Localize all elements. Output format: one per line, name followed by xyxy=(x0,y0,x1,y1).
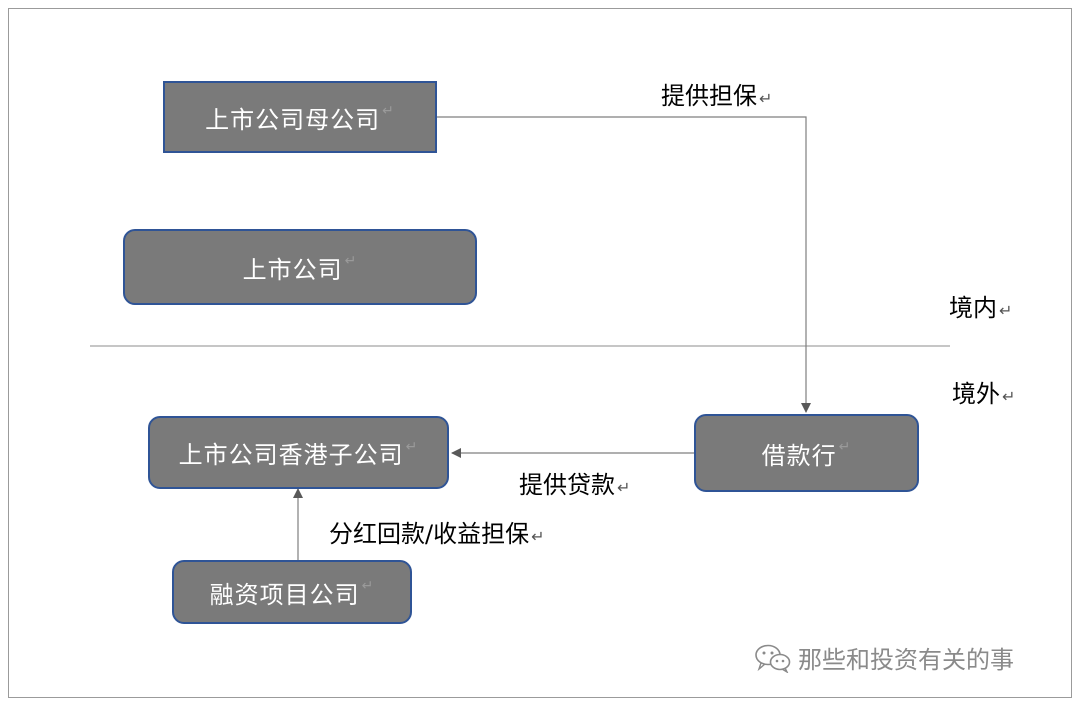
project-company-label: 融资项目公司 xyxy=(209,580,360,609)
return-mark: ↵ xyxy=(405,438,419,455)
wechat-icon xyxy=(755,644,791,673)
overseas-region-label: 境外↵ xyxy=(952,374,1015,409)
watermark: 那些和投资有关的事 xyxy=(754,640,1014,675)
dividend-text: 分红回款/收益担保 xyxy=(329,520,530,548)
loan-text: 提供贷款 xyxy=(519,471,615,499)
return-mark: ↵ xyxy=(617,478,631,497)
listed-company-label: 上市公司 xyxy=(242,255,343,284)
return-mark: ↵ xyxy=(838,439,852,455)
return-mark: ↵ xyxy=(382,103,395,119)
project-company-node: 融资项目公司↵ xyxy=(172,560,412,624)
parent-company-node: 上市公司母公司↵ xyxy=(163,81,437,153)
overseas-text: 境外 xyxy=(952,380,1000,408)
return-mark: ↵ xyxy=(759,89,773,108)
listed-company-node: 上市公司↵ xyxy=(123,229,477,305)
diagram-frame xyxy=(8,8,1072,698)
hk-subsidiary-node: 上市公司香港子公司↵ xyxy=(148,416,449,489)
dividend-label: 分红回款/收益担保↵ xyxy=(329,514,545,549)
return-mark: ↵ xyxy=(344,253,358,269)
domestic-region-label: 境内↵ xyxy=(949,288,1012,323)
watermark-text: 那些和投资有关的事 xyxy=(798,646,1014,674)
lender-bank-label: 借款行 xyxy=(761,441,837,470)
lender-bank-node: 借款行↵ xyxy=(694,414,919,492)
loan-label: 提供贷款↵ xyxy=(519,465,630,500)
parent-company-label: 上市公司母公司 xyxy=(205,105,381,134)
hk-subsidiary-label: 上市公司香港子公司 xyxy=(178,441,404,469)
guarantee-text: 提供担保 xyxy=(661,82,757,110)
return-mark: ↵ xyxy=(999,301,1013,320)
domestic-text: 境内 xyxy=(949,294,997,322)
guarantee-arrow xyxy=(436,116,811,413)
return-mark: ↵ xyxy=(361,578,375,594)
guarantee-label: 提供担保↵ xyxy=(661,76,772,111)
return-mark: ↵ xyxy=(1002,387,1016,406)
return-mark: ↵ xyxy=(531,527,545,546)
